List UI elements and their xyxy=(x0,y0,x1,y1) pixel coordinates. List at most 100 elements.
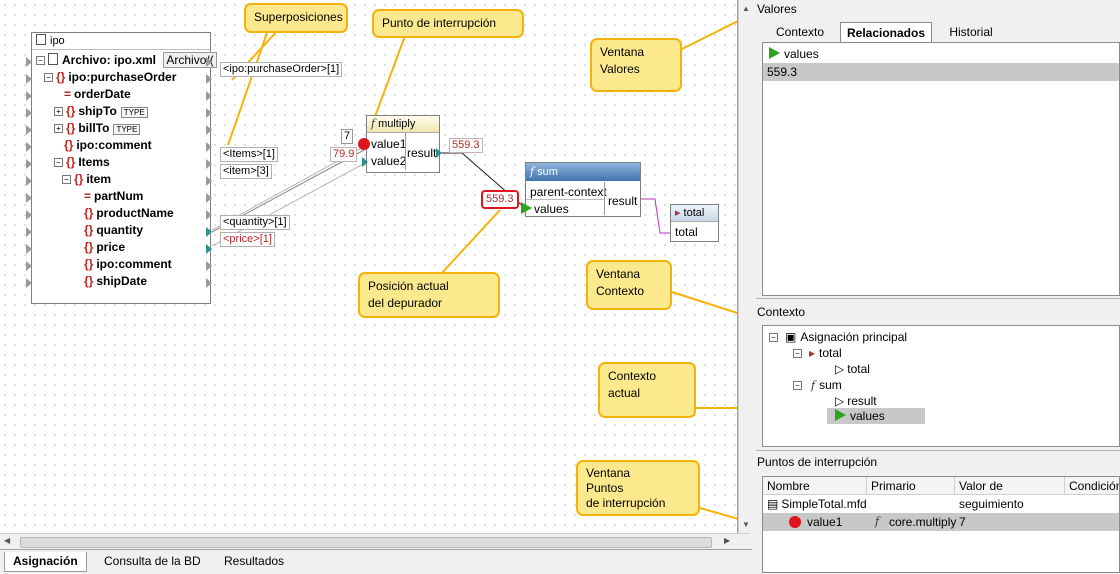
input-port[interactable] xyxy=(26,57,32,67)
context-root[interactable]: −▣Asignación principal xyxy=(769,330,907,344)
tab-contexto[interactable]: Contexto xyxy=(775,25,825,39)
tab-relacionados[interactable]: Relacionados xyxy=(840,22,932,43)
output-port[interactable] xyxy=(206,210,212,220)
input-port[interactable] xyxy=(26,125,32,135)
output-port[interactable] xyxy=(206,125,212,135)
input-port[interactable] xyxy=(26,227,32,237)
col-primario[interactable]: Primario xyxy=(867,477,955,495)
output-port[interactable] xyxy=(206,74,212,84)
element-icon: {} xyxy=(74,172,84,186)
collapse-icon[interactable]: − xyxy=(62,175,71,184)
horizontal-scrollbar[interactable]: ◀ ▶ xyxy=(0,533,750,550)
ipo-source-component[interactable]: ipo −Archivo: ipo.xml Archivo/( −{}ipo:p… xyxy=(31,32,217,304)
expand-icon[interactable]: + xyxy=(54,124,63,133)
collapse-icon[interactable]: − xyxy=(54,158,63,167)
multiply-in2[interactable]: value2 xyxy=(371,154,407,168)
sum-out[interactable]: result xyxy=(608,194,638,208)
multiply-in2-port[interactable] xyxy=(362,157,368,167)
ipo-file-row[interactable]: −Archivo: ipo.xml Archivo/( xyxy=(36,52,217,68)
output-port[interactable] xyxy=(206,159,212,169)
breakpoint-row[interactable]: value1 f core.multiply 7 xyxy=(763,513,1119,531)
output-port[interactable] xyxy=(206,278,212,288)
valores-item[interactable]: values xyxy=(769,47,819,61)
multiply-out[interactable]: result xyxy=(407,146,437,160)
output-port-price[interactable] xyxy=(206,244,212,254)
input-port[interactable] xyxy=(26,210,32,220)
expand-icon[interactable]: + xyxy=(54,107,63,116)
row-item-comment[interactable]: {}ipo:comment xyxy=(84,256,172,272)
puntos-panel: Nombre Primario Valor de seguimiento Con… xyxy=(762,476,1120,573)
tab-resultados[interactable]: Resultados xyxy=(224,554,285,568)
horizontal-scroll-thumb[interactable] xyxy=(20,537,712,548)
col-condicion[interactable]: Condición xyxy=(1065,477,1119,495)
scroll-left-icon[interactable]: ◀ xyxy=(4,536,11,545)
mapping-canvas[interactable]: ipo −Archivo: ipo.xml Archivo/( −{}ipo:p… xyxy=(0,0,738,533)
output-port[interactable] xyxy=(206,142,212,152)
row-part-num[interactable]: =partNum xyxy=(84,188,143,204)
row-purchase-order[interactable]: −{}ipo:purchaseOrder xyxy=(44,69,176,85)
element-icon: {} xyxy=(84,206,94,220)
context-total[interactable]: −▸total xyxy=(793,346,842,360)
row-items[interactable]: −{}Items xyxy=(54,154,110,170)
collapse-icon[interactable]: − xyxy=(36,56,45,65)
file-button[interactable]: Archivo/( xyxy=(163,52,217,68)
output-port[interactable] xyxy=(206,108,212,118)
tab-historial[interactable]: Historial xyxy=(949,25,993,39)
tab-asignacion[interactable]: Asignación xyxy=(4,552,87,572)
input-port[interactable] xyxy=(26,278,32,288)
total-target-component[interactable]: ▸total total xyxy=(670,204,719,242)
input-port[interactable] xyxy=(26,74,32,84)
collapse-icon[interactable]: − xyxy=(793,381,802,390)
context-total-child[interactable]: ▷total xyxy=(835,362,870,376)
input-port[interactable] xyxy=(26,142,32,152)
sum-in2[interactable]: values xyxy=(534,202,569,216)
row-order-date[interactable]: =orderDate xyxy=(64,86,131,102)
col-valor-seguimiento[interactable]: Valor de seguimiento xyxy=(955,477,1065,511)
row-item[interactable]: −{}item xyxy=(62,171,111,187)
output-port[interactable] xyxy=(206,57,212,67)
output-port[interactable] xyxy=(206,193,212,203)
valores-value-row[interactable]: 559.3 xyxy=(763,63,1119,81)
vertical-scrollbar[interactable]: ▲ ▼ xyxy=(738,0,753,549)
attribute-icon: = xyxy=(64,87,72,101)
row-ship-date[interactable]: {}shipDate xyxy=(84,273,147,289)
tab-consulta-bd[interactable]: Consulta de la BD xyxy=(104,554,201,568)
input-port[interactable] xyxy=(26,193,32,203)
input-port[interactable] xyxy=(26,176,32,186)
breakpoint-file-row[interactable]: ▤SimpleTotal.mfd xyxy=(767,497,867,511)
input-port[interactable] xyxy=(26,108,32,118)
row-price[interactable]: {}price xyxy=(84,239,125,255)
context-sum-result[interactable]: ▷result xyxy=(835,394,877,408)
output-port[interactable] xyxy=(206,176,212,186)
input-port[interactable] xyxy=(26,159,32,169)
total-row[interactable]: total xyxy=(675,225,698,239)
output-port-quantity[interactable] xyxy=(206,227,212,237)
sum-in1[interactable]: parent-context xyxy=(530,185,607,199)
multiply-in1[interactable]: value1 xyxy=(371,137,407,151)
input-port[interactable] xyxy=(26,244,32,254)
collapse-icon[interactable]: − xyxy=(793,349,802,358)
col-nombre[interactable]: Nombre xyxy=(763,477,867,495)
context-current-values[interactable]: values xyxy=(827,408,925,424)
row-product-name[interactable]: {}productName xyxy=(84,205,174,221)
context-root-label: Asignación principal xyxy=(800,330,908,344)
output-port[interactable] xyxy=(206,91,212,101)
row-quantity[interactable]: {}quantity xyxy=(84,222,143,238)
input-port[interactable] xyxy=(26,261,32,271)
scroll-right-icon[interactable]: ▶ xyxy=(724,536,731,545)
multiply-out-port[interactable] xyxy=(436,148,442,158)
row-ipo-comment[interactable]: {}ipo:comment xyxy=(64,137,152,153)
breakpoint-icon[interactable] xyxy=(358,138,370,150)
scroll-down-icon[interactable]: ▼ xyxy=(742,520,750,529)
collapse-icon[interactable]: − xyxy=(769,333,778,342)
output-port[interactable] xyxy=(206,261,212,271)
target-icon: ▸ xyxy=(675,207,681,219)
input-port[interactable] xyxy=(26,91,32,101)
scroll-up-icon[interactable]: ▲ xyxy=(742,4,750,13)
collapse-icon[interactable]: − xyxy=(44,73,53,82)
